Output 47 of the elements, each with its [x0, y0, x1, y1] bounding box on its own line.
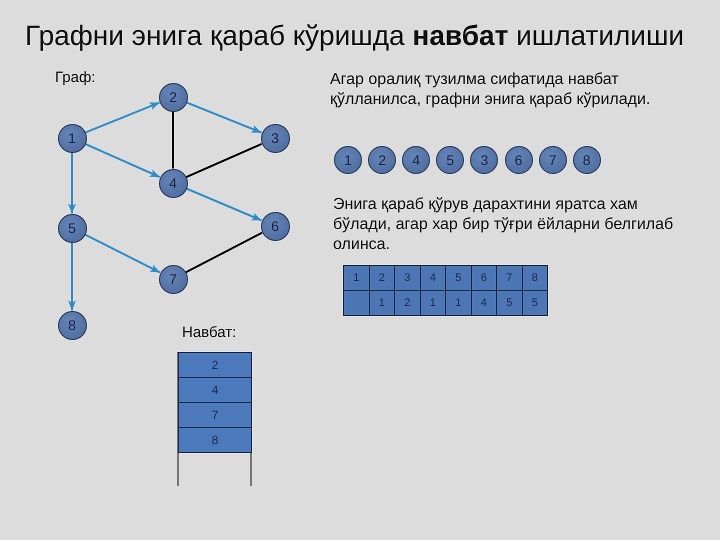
table-cell: 7: [496, 265, 522, 291]
table-cell: 2: [394, 290, 420, 316]
order-circle: 6: [504, 146, 532, 174]
table-cell: 5: [496, 290, 522, 316]
queue-caption: Навбат:: [182, 324, 236, 342]
table-cell: 1: [420, 290, 446, 316]
order-circle: 3: [470, 146, 498, 174]
vertex-circle: 7: [158, 264, 188, 294]
arrow: [68, 242, 76, 310]
table-cell: 5: [522, 290, 548, 316]
order-circle: 8: [572, 146, 601, 174]
graph-caption: Граф:: [55, 69, 96, 87]
table-cell: 5: [445, 265, 472, 291]
arrow: [186, 188, 262, 222]
table-cell: 8: [522, 265, 548, 291]
table-cell: 4: [470, 290, 497, 316]
arrow: [68, 152, 76, 214]
arrow: [85, 102, 160, 134]
vertex-circle: 1: [58, 124, 86, 152]
connector-line: [185, 232, 263, 274]
vertex-circle: 4: [158, 168, 188, 198]
arrow: [84, 234, 161, 274]
vertex-circle: 6: [260, 212, 290, 240]
order-circle: 7: [538, 146, 567, 174]
title: Графни энига қараб кўришда навбат ишлатилиши: [25, 20, 684, 52]
paragraph: Агар оралиқ тузилма сифатида навбат қўлланилса, графни энига қараб кўрилади.: [330, 70, 652, 110]
vertex-circle: 2: [158, 82, 188, 112]
order-circle: 5: [436, 146, 464, 174]
paragraph: Энига қараб қўрув дарахтини яратса хам бўлади, агар хар бир тўғри ёйларни белгилаб олинса.: [333, 195, 674, 255]
table-cell: 1: [368, 290, 395, 316]
vertex-circle: 8: [58, 310, 86, 340]
queue-cell: 7: [178, 402, 252, 428]
queue-cell: 4: [178, 377, 252, 403]
order-circle: 1: [334, 146, 362, 174]
order-circle: 4: [402, 146, 430, 174]
vertex-circle: 3: [260, 124, 290, 152]
queue-cell: 8: [178, 427, 252, 453]
queue-cell: 2: [178, 352, 252, 378]
arrow: [186, 101, 262, 134]
connector-line: [186, 142, 262, 178]
vertex-circle: 5: [58, 214, 86, 242]
table-cell: 1: [445, 290, 472, 316]
order-circle: 2: [368, 146, 396, 174]
table-cell: 1: [343, 265, 370, 291]
table-cell: 3: [394, 265, 420, 291]
connector-line: [172, 112, 174, 168]
arrow: [84, 142, 160, 178]
